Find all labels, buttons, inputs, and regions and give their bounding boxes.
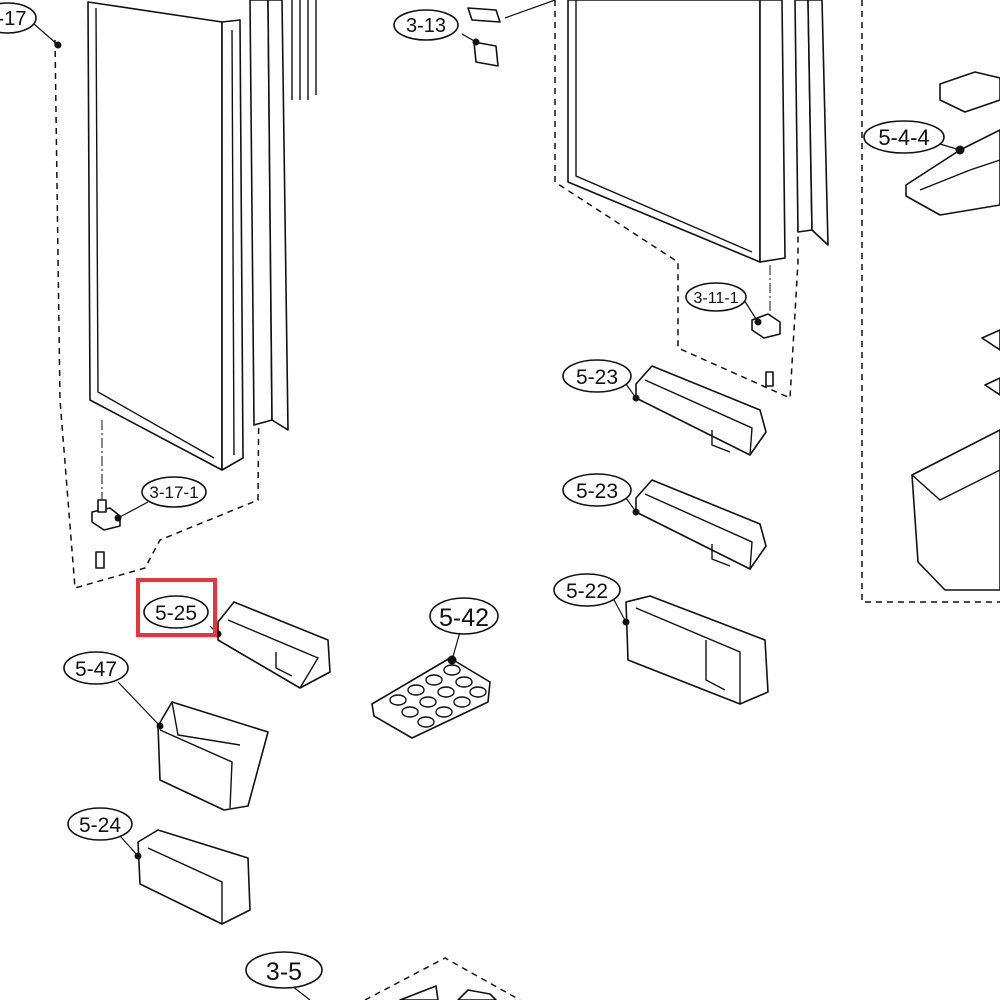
callout-3-5: 3-5	[245, 951, 323, 989]
callout-3-17: -17	[0, 2, 37, 34]
callout-label: 3-5	[266, 958, 302, 986]
callout-5-47: 5-47	[63, 651, 129, 685]
callout-5-23-a: 5-23	[562, 359, 632, 393]
bin-5-23-a	[635, 365, 767, 456]
callout-label: -17	[0, 8, 26, 30]
bin-5-25	[217, 601, 331, 689]
left-door-assembly	[54, 0, 317, 589]
callout-5-23-b: 5-23	[562, 473, 632, 507]
callout-label: 5-23	[576, 480, 618, 503]
callout-3-17-1: 3-17-1	[141, 476, 207, 508]
bin-5-23-b	[635, 479, 767, 570]
bin-5-47	[157, 701, 269, 811]
callout-label: 5-22	[566, 580, 608, 603]
callout-label: 5-25	[155, 602, 197, 625]
part-3-5	[364, 957, 521, 1000]
right-ice-assembly	[861, 0, 1000, 603]
leader-lines	[33, 23, 961, 1000]
callout-3-11-1: 3-11-1	[685, 282, 747, 312]
bin-5-22	[625, 595, 769, 705]
callout-label: 3-17-1	[149, 483, 198, 502]
callout-5-24: 5-24	[67, 807, 133, 841]
egg-tray-5-42	[371, 657, 491, 739]
callout-label: 3-11-1	[693, 290, 738, 307]
callout-label: 5-42	[439, 604, 489, 632]
callout-5-4-4: 5-4-4	[863, 120, 945, 154]
bin-5-24	[137, 829, 251, 925]
center-door-assembly	[467, 0, 829, 400]
callout-label: 5-4-4	[878, 125, 929, 150]
callout-5-25: 5-25	[143, 595, 209, 629]
callout-5-42: 5-42	[429, 597, 499, 635]
callout-label: 5-23	[576, 366, 618, 389]
callout-label: 3-13	[406, 15, 446, 37]
callout-5-22: 5-22	[553, 573, 621, 607]
callout-3-13: 3-13	[393, 9, 459, 41]
callout-label: 5-24	[79, 814, 121, 837]
callout-label: 5-47	[75, 658, 117, 681]
highlight-box	[136, 578, 217, 637]
